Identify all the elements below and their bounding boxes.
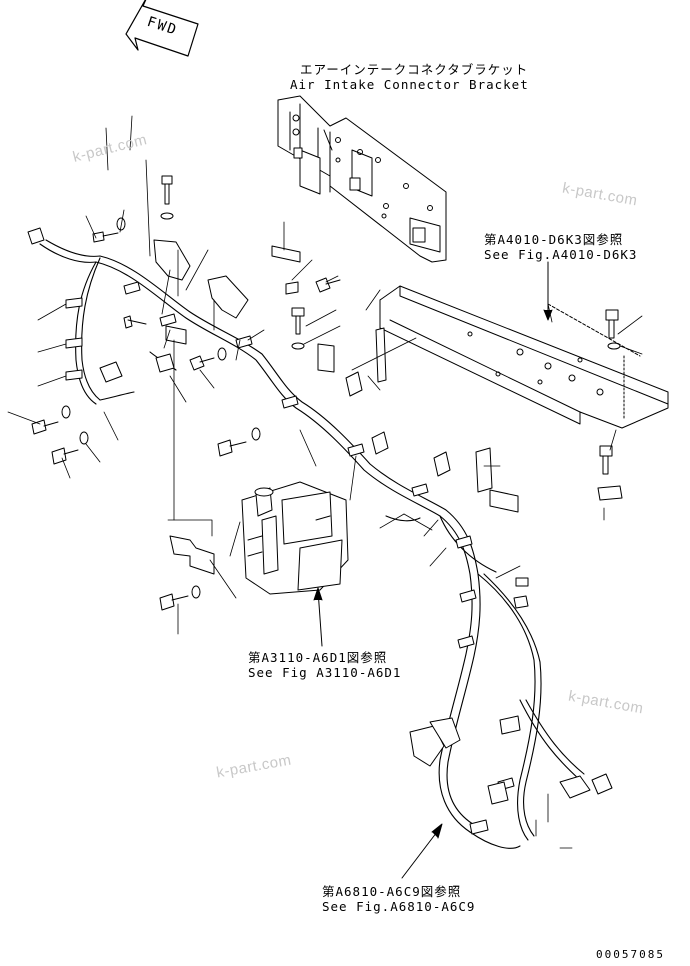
label-ref-a3110-en: See Fig A3110-A6D1 — [248, 665, 402, 680]
mounting-plate — [379, 285, 669, 429]
clamp-icon — [27, 227, 623, 575]
label-ref-a3110: 第A3110-A6D1図参照 See Fig A3110-A6D1 — [248, 650, 401, 680]
label-bracket-jp: エアーインテークコネクタブラケット — [300, 62, 529, 77]
label-ref-a6810: 第A6810-A6C9図参照 See Fig.A6810-A6C9 — [322, 884, 475, 914]
bolt-icon — [31, 175, 619, 611]
connector-icon — [99, 325, 613, 805]
washer-icon — [61, 212, 621, 609]
leader-lines — [7, 115, 643, 849]
label-bracket-en: Air Intake Connector Bracket — [290, 77, 529, 92]
label-ref-a6810-jp: 第A6810-A6C9図参照 — [322, 884, 462, 899]
label-ref-a6810-en: See Fig.A6810-A6C9 — [322, 899, 476, 914]
document-number: 00057085 — [596, 948, 665, 961]
label-ref-a4010: 第A4010-D6K3図参照 See Fig.A4010-D6K3 — [484, 232, 637, 262]
label-bracket: エアーインテークコネクタブラケット Air Intake Connector B… — [290, 62, 529, 92]
label-ref-a3110-jp: 第A3110-A6D1図参照 — [248, 650, 388, 665]
label-ref-a4010-en: See Fig.A4010-D6K3 — [484, 247, 638, 262]
valve-assembly — [241, 481, 349, 595]
label-ref-a4010-jp: 第A4010-D6K3図参照 — [484, 232, 624, 247]
fwd-arrow-icon — [125, 0, 199, 57]
wiring-harness — [39, 239, 585, 849]
air-intake-connector-bracket — [277, 95, 447, 263]
reference-arrow-icon — [313, 261, 553, 879]
